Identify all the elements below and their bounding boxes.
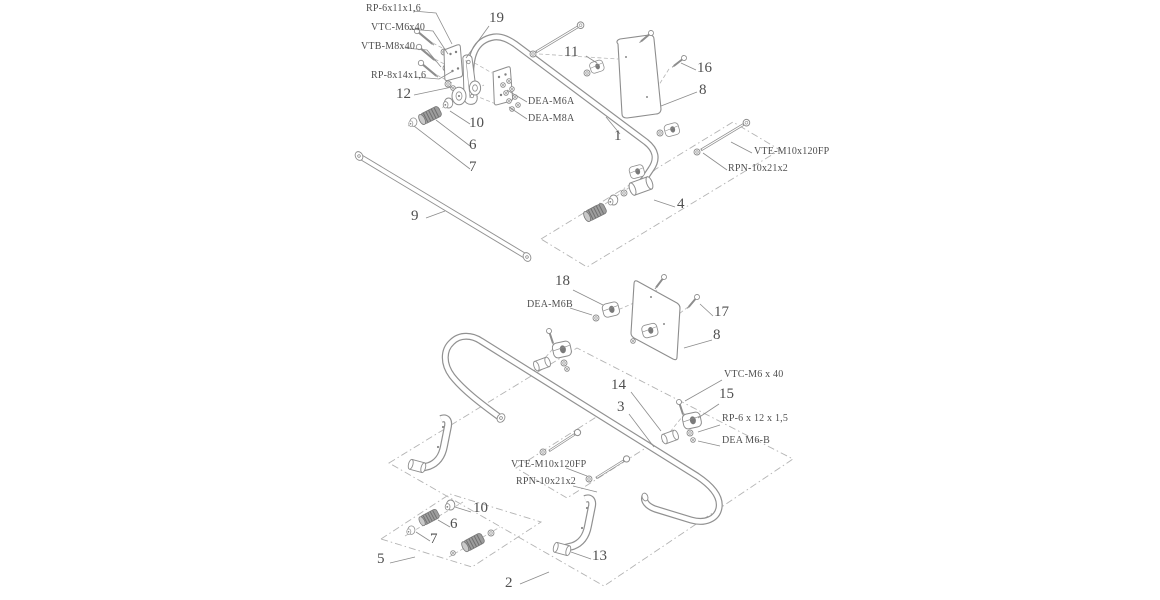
callout-13: 13 xyxy=(592,548,607,564)
support-bracket-right xyxy=(552,494,597,557)
clamp-kit-lower xyxy=(661,397,703,445)
mounting-plate-left xyxy=(443,44,464,82)
part-code-rpn-10x21x2-top: RPN-10x21x2 xyxy=(728,163,788,174)
part-code-dea-m6a: DEA-M6A xyxy=(528,96,575,107)
callout-17: 17 xyxy=(714,304,729,320)
callout-2: 2 xyxy=(505,575,513,591)
callout-15: 15 xyxy=(719,386,734,402)
part-code-vtc-m6x40: VTC-M6x40 xyxy=(371,22,426,33)
callout-14: 14 xyxy=(611,377,626,393)
part-code-dea-m8a: DEA-M8A xyxy=(528,113,575,124)
clamp-kit-upper xyxy=(533,326,573,372)
reference-plane-top xyxy=(540,121,781,268)
callout-4: 4 xyxy=(677,196,685,212)
spacer-kit-top xyxy=(408,97,454,127)
strut-rod xyxy=(354,151,532,262)
leg-foot-assembly xyxy=(581,121,681,224)
bolt-vte-top xyxy=(693,118,751,156)
callout-7-bottom: 7 xyxy=(430,531,438,547)
part-code-vte-m10x120fp-top: VTE-M10x120FP xyxy=(754,146,830,157)
leader-lines xyxy=(389,10,753,585)
callout-6-bottom: 6 xyxy=(450,516,458,532)
callout-1: 1 xyxy=(614,128,622,144)
part-code-vtb-m8x40: VTB-M8x40 xyxy=(361,41,416,52)
part-code-rp-6x11x1-6: RP-6x11x1,6 xyxy=(366,3,421,14)
license-plate-bracket-mid xyxy=(630,280,681,361)
callout-9: 9 xyxy=(411,208,419,224)
lower-bar-tube xyxy=(441,332,723,525)
callout-10-bottom: 10 xyxy=(473,500,488,516)
bolt-vte-bottom-a xyxy=(539,428,582,456)
reference-plane-hardware-kit xyxy=(379,493,543,568)
reference-outlines xyxy=(379,121,794,587)
roller-pulleys xyxy=(451,80,482,106)
support-bracket-left xyxy=(407,414,453,474)
callout-8-top: 8 xyxy=(699,82,707,98)
part-code-rp-8x14x1-6: RP-8x14x1,6 xyxy=(371,70,427,81)
part-code-rpn-10x21x2-bottom: RPN-10x21x2 xyxy=(516,476,576,487)
callout-10-top: 10 xyxy=(469,115,484,131)
callout-5: 5 xyxy=(377,551,385,567)
license-plate-bracket-top xyxy=(616,34,662,119)
callout-12: 12 xyxy=(396,86,411,102)
callout-19: 19 xyxy=(489,10,504,26)
callout-7-top: 7 xyxy=(469,159,477,175)
callout-6-top: 6 xyxy=(469,137,477,153)
part-code-rp-6x12x1-5: RP-6 x 12 x 1,5 xyxy=(722,413,789,424)
callout-16: 16 xyxy=(697,60,712,76)
callout-8-mid: 8 xyxy=(713,327,721,343)
reference-plane-lower-large xyxy=(388,347,794,587)
part-code-vte-m10x120fp-bottom: VTE-M10x120FP xyxy=(511,459,587,470)
bolt-vte-bottom-b xyxy=(585,455,631,483)
callout-3: 3 xyxy=(617,399,625,415)
part-code-dea-m6-b: DEA M6-B xyxy=(722,435,770,446)
callout-11: 11 xyxy=(564,44,579,60)
part-code-vtc-m6-x-40: VTC-M6 x 40 xyxy=(724,369,784,380)
callout-18: 18 xyxy=(555,273,570,289)
part-code-dea-m6b: DEA-M6B xyxy=(527,299,573,310)
bolt-top xyxy=(529,21,585,58)
